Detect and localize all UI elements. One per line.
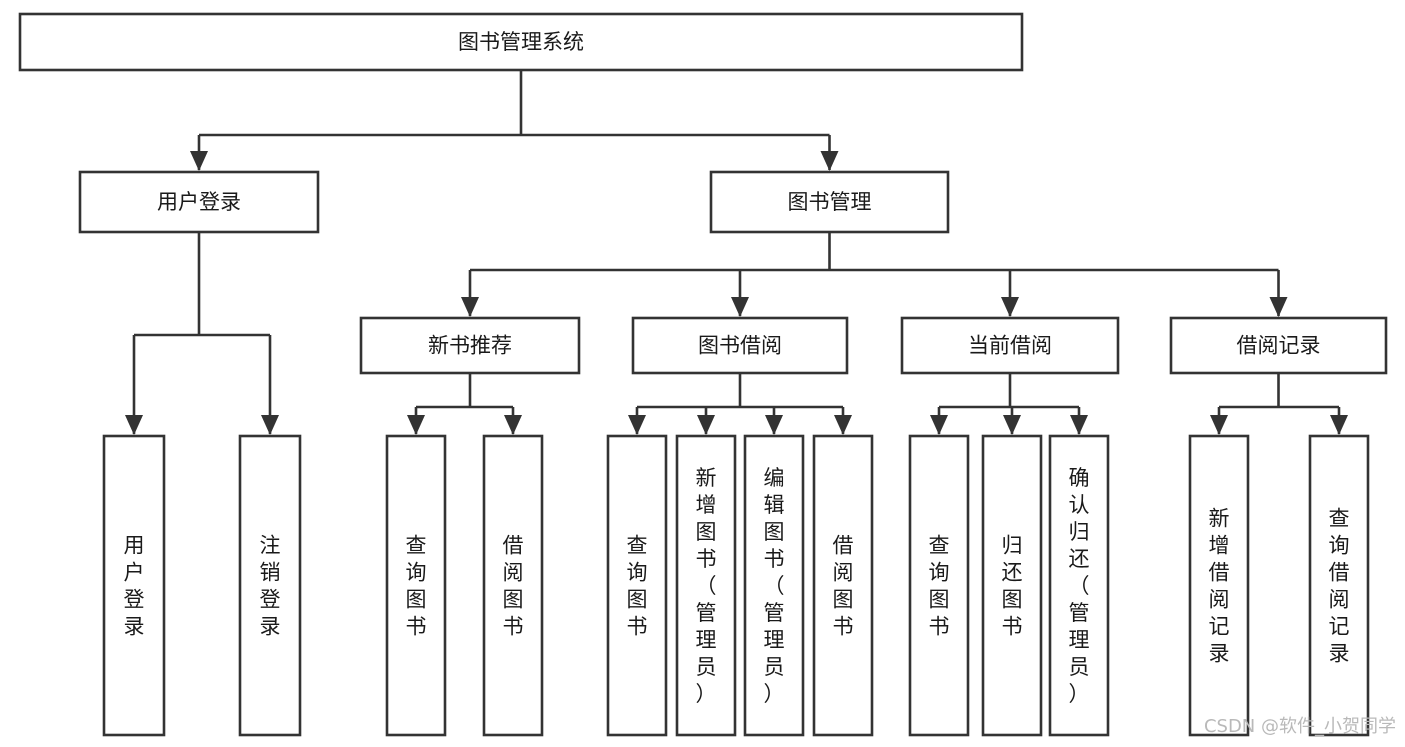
node-box-nbr-query-book <box>385 434 447 737</box>
arrowhead-user-login-to-user-login-do <box>125 415 143 435</box>
node-box-bb-edit-book <box>743 434 805 737</box>
arrowhead-book-borrow-to-bb-edit-book <box>765 415 783 435</box>
node-current-borrow[interactable]: 当前借阅 <box>900 316 1120 375</box>
node-label-nbr-query-book: 查询图书 <box>406 534 427 639</box>
node-box-bb-borrow-book <box>812 434 874 737</box>
node-box-current-borrow <box>900 316 1120 375</box>
node-label-bb-borrow-book: 借阅图书 <box>833 534 854 639</box>
node-box-cb-confirm-return <box>1048 434 1110 737</box>
arrowhead-new-book-recommend-to-nbr-borrow-book <box>504 415 522 435</box>
arrowhead-book-borrow-to-bb-borrow-book <box>834 415 852 435</box>
node-bb-borrow-book[interactable]: 借阅图书 <box>812 434 874 737</box>
arrowhead-borrow-record-to-br-add-record <box>1210 415 1228 435</box>
node-box-borrow-record <box>1169 316 1388 375</box>
node-cb-confirm-return[interactable]: 确认归还（管理员） <box>1048 434 1110 737</box>
node-label-borrow-record: 借阅记录 <box>1237 334 1321 358</box>
node-label-book-borrow: 图书借阅 <box>698 334 782 358</box>
node-label-current-borrow: 当前借阅 <box>968 334 1052 358</box>
node-user-logout[interactable]: 注销登录 <box>238 434 302 737</box>
node-book-borrow[interactable]: 图书借阅 <box>631 316 849 375</box>
node-user-login-do[interactable]: 用户登录 <box>102 434 166 737</box>
arrowhead-user-login-to-user-logout <box>261 415 279 435</box>
node-label-book-manage: 图书管理 <box>788 190 872 214</box>
node-label-user-login: 用户登录 <box>157 190 241 214</box>
arrowhead-root-to-book-manage <box>820 151 839 171</box>
node-label-bb-add-book: 新增图书（管理员） <box>696 466 717 706</box>
node-label-br-add-record: 新增借阅记录 <box>1209 507 1230 666</box>
node-nbr-query-book[interactable]: 查询图书 <box>385 434 447 737</box>
node-box-user-logout <box>238 434 302 737</box>
node-box-bb-query-book <box>606 434 668 737</box>
node-box-user-login <box>78 170 320 234</box>
node-box-book-manage <box>709 170 950 234</box>
node-br-query-record[interactable]: 查询借阅记录 <box>1308 434 1370 737</box>
node-user-login[interactable]: 用户登录 <box>78 170 320 234</box>
arrowhead-book-borrow-to-bb-add-book <box>697 415 715 435</box>
arrowhead-current-borrow-to-cb-query-book <box>930 415 948 435</box>
csdn-watermark: CSDN @软件_小贺同学 <box>1204 716 1396 737</box>
node-label-user-login-do: 用户登录 <box>124 534 145 639</box>
node-label-bb-edit-book: 编辑图书（管理员） <box>764 466 785 706</box>
node-book-manage[interactable]: 图书管理 <box>709 170 950 234</box>
node-new-book-recommend[interactable]: 新书推荐 <box>359 316 581 375</box>
node-box-cb-query-book <box>908 434 970 737</box>
node-label-cb-confirm-return: 确认归还（管理员） <box>1069 466 1090 706</box>
node-cb-return-book[interactable]: 归还图书 <box>981 434 1043 737</box>
node-box-root <box>18 12 1024 72</box>
node-nbr-borrow-book[interactable]: 借阅图书 <box>482 434 544 737</box>
node-label-bb-query-book: 查询图书 <box>627 534 648 639</box>
node-cb-query-book[interactable]: 查询图书 <box>908 434 970 737</box>
node-label-br-query-record: 查询借阅记录 <box>1329 507 1350 666</box>
node-box-br-add-record <box>1188 434 1250 737</box>
node-bb-query-book[interactable]: 查询图书 <box>606 434 668 737</box>
node-box-br-query-record <box>1308 434 1370 737</box>
arrowhead-book-manage-to-borrow-record <box>1269 297 1288 317</box>
node-label-cb-query-book: 查询图书 <box>929 534 950 639</box>
node-box-bb-add-book <box>675 434 737 737</box>
node-root[interactable]: 图书管理系统 <box>18 12 1024 72</box>
node-box-cb-return-book <box>981 434 1043 737</box>
arrowhead-book-manage-to-book-borrow <box>731 297 749 317</box>
node-label-nbr-borrow-book: 借阅图书 <box>503 534 524 639</box>
node-bb-add-book[interactable]: 新增图书（管理员） <box>675 434 737 737</box>
arrowhead-new-book-recommend-to-nbr-query-book <box>407 415 425 435</box>
node-box-user-login-do <box>102 434 166 737</box>
arrowhead-book-manage-to-new-book-recommend <box>461 297 479 317</box>
arrowhead-current-borrow-to-cb-confirm-return <box>1070 415 1088 435</box>
node-label-user-logout: 注销登录 <box>260 534 281 639</box>
node-box-nbr-borrow-book <box>482 434 544 737</box>
node-bb-edit-book[interactable]: 编辑图书（管理员） <box>743 434 805 737</box>
arrowhead-root-to-user-login <box>190 151 208 171</box>
node-box-new-book-recommend <box>359 316 581 375</box>
node-label-cb-return-book: 归还图书 <box>1002 534 1023 639</box>
arrowhead-book-manage-to-current-borrow <box>1001 297 1019 317</box>
node-borrow-record[interactable]: 借阅记录 <box>1169 316 1388 375</box>
node-br-add-record[interactable]: 新增借阅记录 <box>1188 434 1250 737</box>
node-label-new-book-recommend: 新书推荐 <box>428 334 512 358</box>
arrowhead-book-borrow-to-bb-query-book <box>628 415 646 435</box>
node-label-root: 图书管理系统 <box>458 30 584 54</box>
arrowhead-current-borrow-to-cb-return-book <box>1003 415 1021 435</box>
arrowhead-borrow-record-to-br-query-record <box>1330 415 1348 435</box>
